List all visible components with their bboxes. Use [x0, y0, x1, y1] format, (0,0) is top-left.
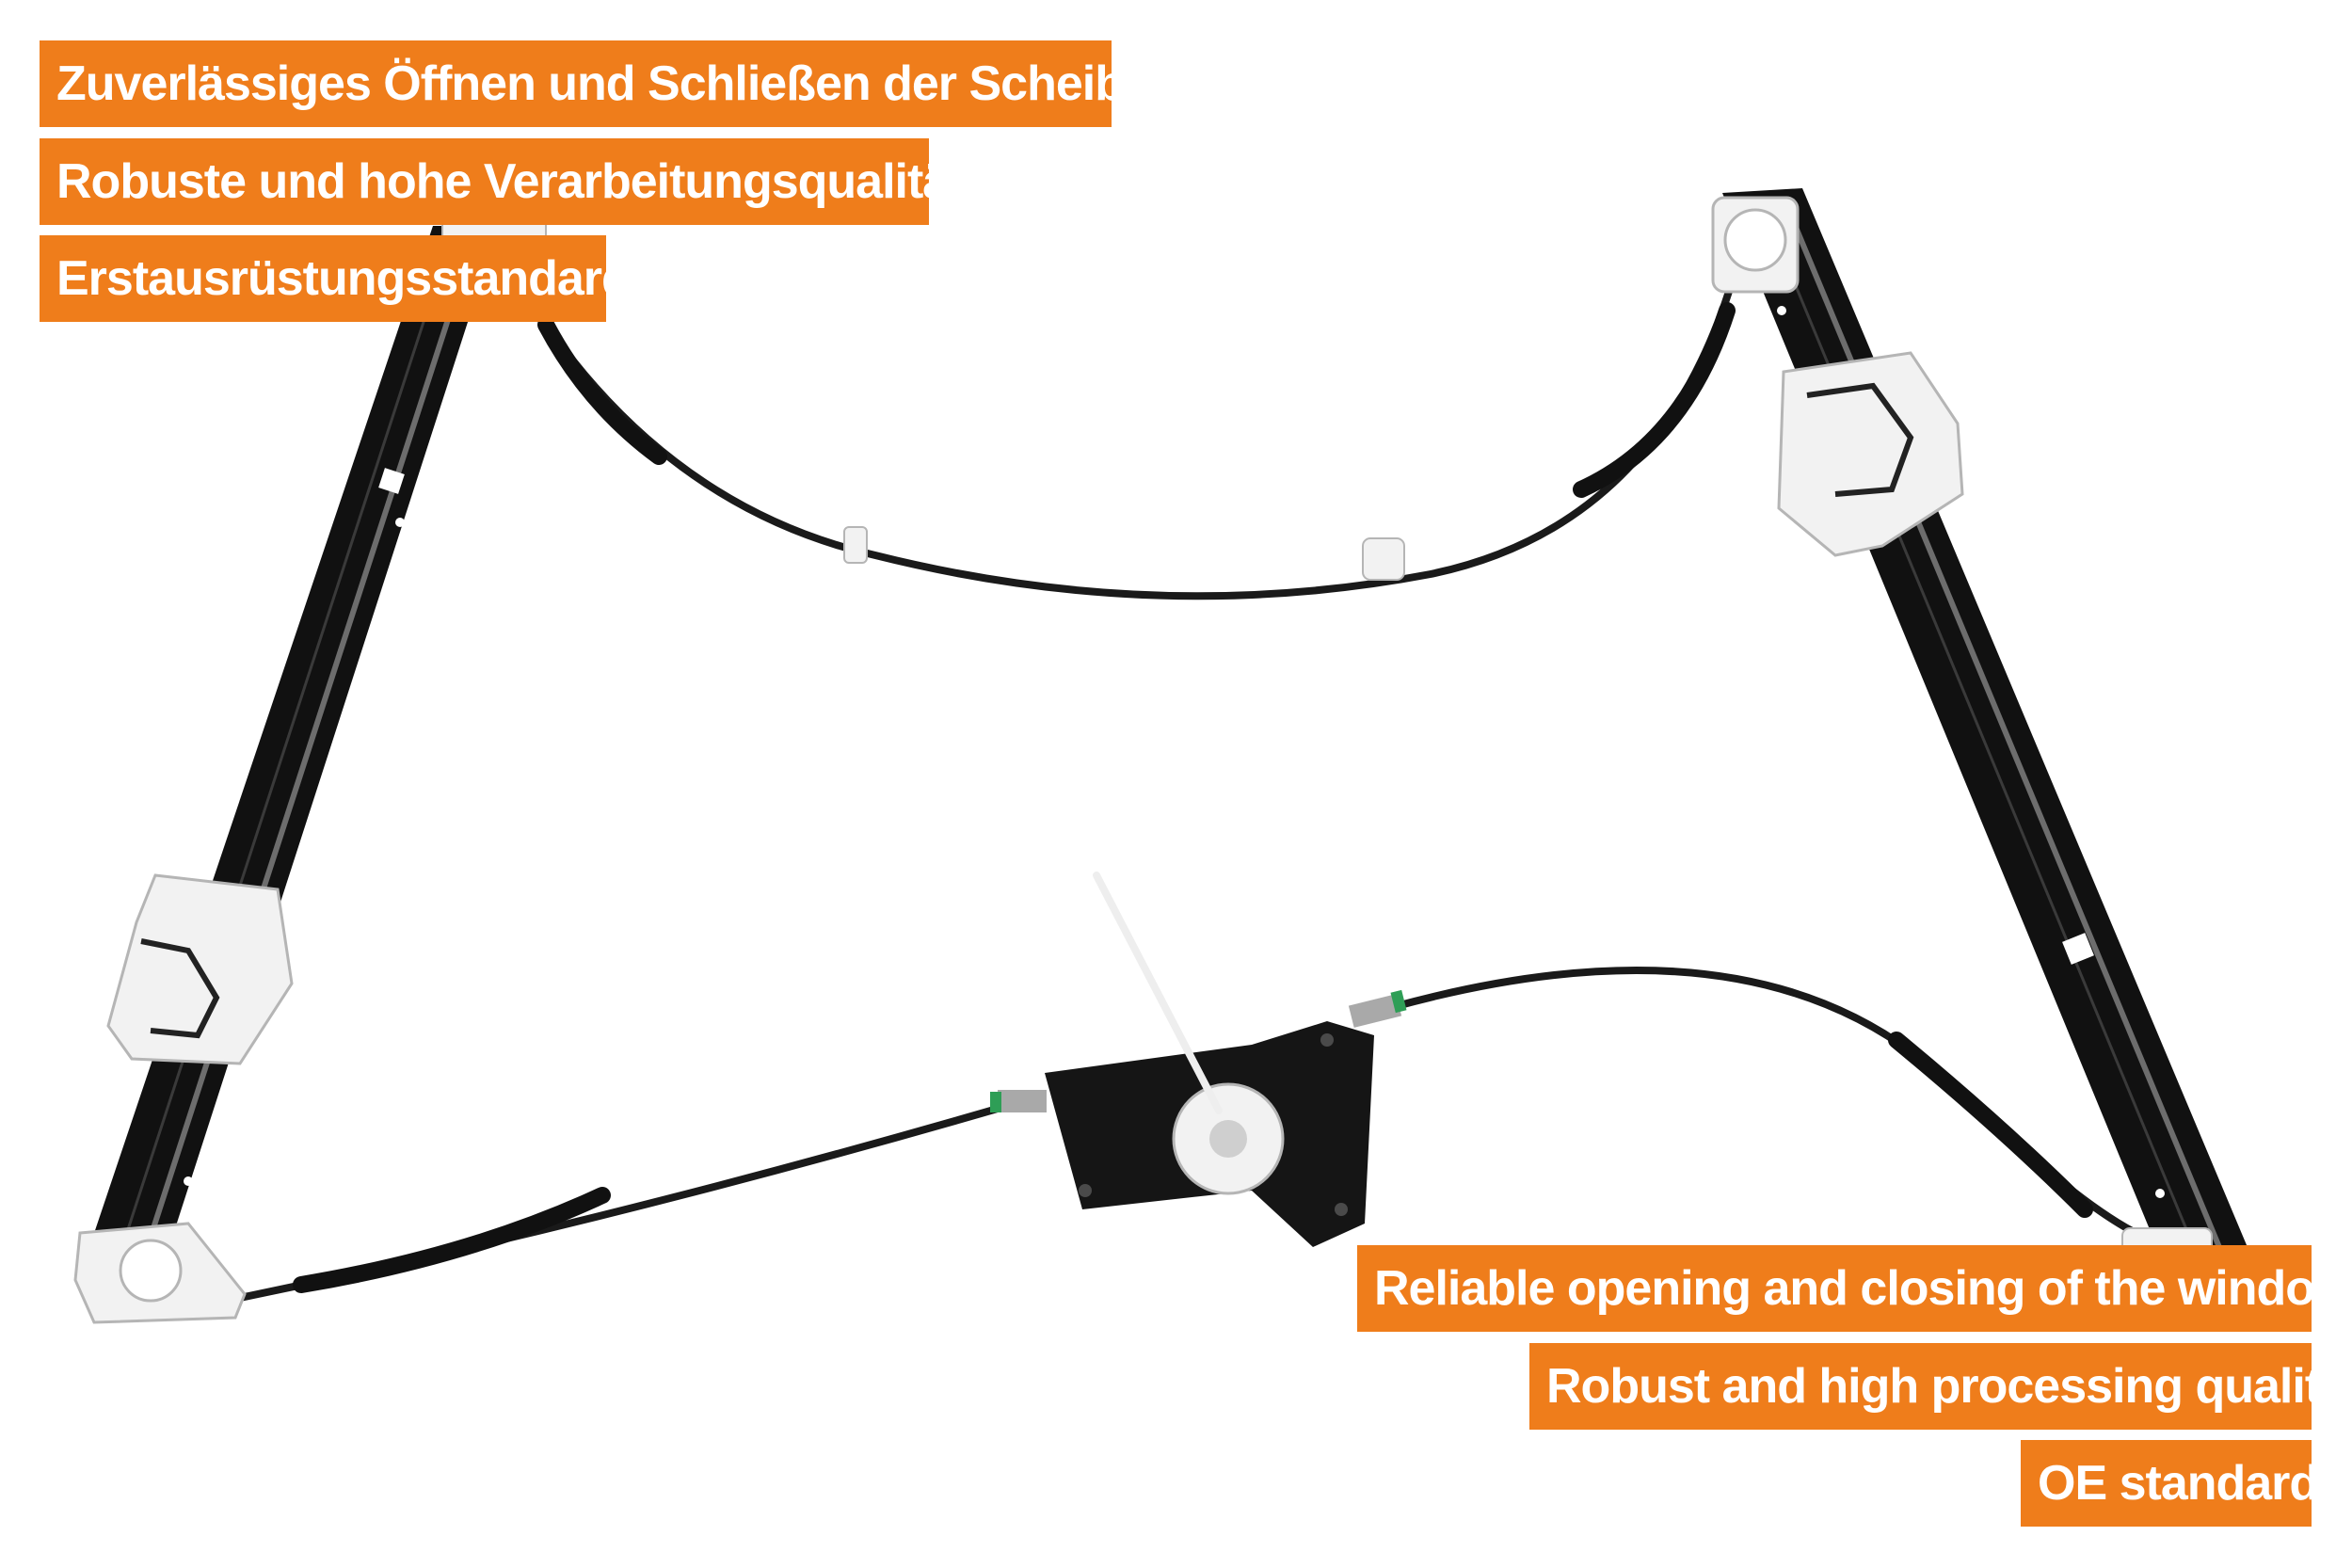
left-guide-rail: [85, 226, 499, 1275]
upper-cable: [533, 280, 1736, 600]
feature-label-de-3: Erstausrüstungsstandard: [40, 235, 606, 322]
left-glass-carrier: [106, 873, 294, 1065]
cable-spring-left: [990, 1090, 1047, 1112]
regulator-drum-housing: [1045, 872, 1374, 1247]
right-glass-carrier: [1777, 351, 1964, 557]
feature-label-de-2: Robuste und hohe Verarbeitungsqualität: [40, 138, 929, 225]
cable-spring-right: [1348, 989, 1407, 1028]
top-right-pulley: [1711, 196, 1800, 294]
right-guide-rail: [1722, 188, 2249, 1266]
feature-label-en-1: Reliable opening and closing of the wind…: [1357, 1245, 2312, 1332]
feature-label-en-3: OE standard: [2021, 1440, 2312, 1527]
feature-label-en-2: Robust and high processing quality: [1529, 1343, 2312, 1430]
lower-cable-right: [1391, 966, 2148, 1241]
bottom-left-pulley: [73, 1222, 247, 1324]
feature-label-de-1: Zuverlässiges Öffnen und Schließen der S…: [40, 40, 1112, 127]
